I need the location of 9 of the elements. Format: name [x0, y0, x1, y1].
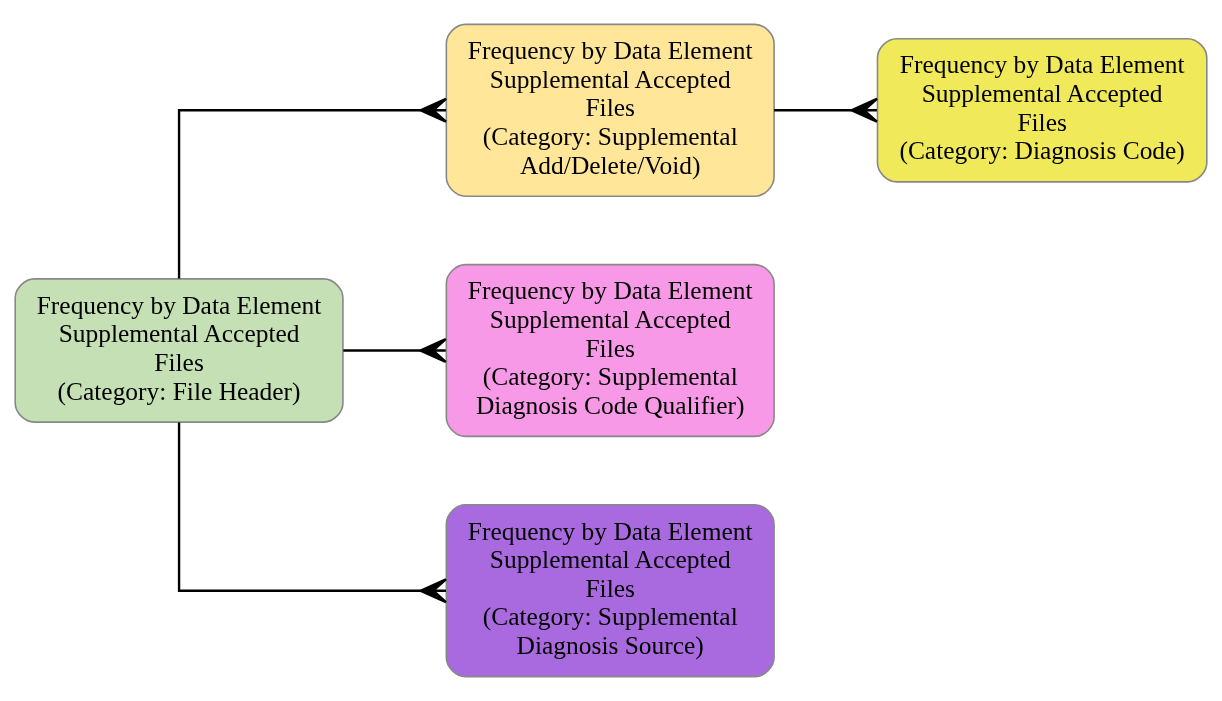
connector	[343, 337, 447, 364]
node-box: Frequency by Data Element Supplemental Accepted Files (Category: Supplemental Diagnosis Code Qualifier)	[445, 263, 775, 438]
connector	[177, 97, 448, 279]
connector	[177, 422, 448, 604]
node-box: Frequency by Data Element Supplemental Accepted Files (Category: File Header)	[14, 278, 344, 423]
node-box: Frequency by Data Element Supplemental Accepted Files (Category: Diagnosis Code)	[876, 37, 1208, 183]
connector	[774, 97, 879, 123]
node-box: Frequency by Data Element Supplemental Accepted Files (Category: Supplemental Add/Delete/Void)	[445, 23, 775, 197]
node-box: Frequency by Data Element Supplemental Accepted Files (Category: Supplemental Diagnosis Source)	[445, 504, 775, 678]
